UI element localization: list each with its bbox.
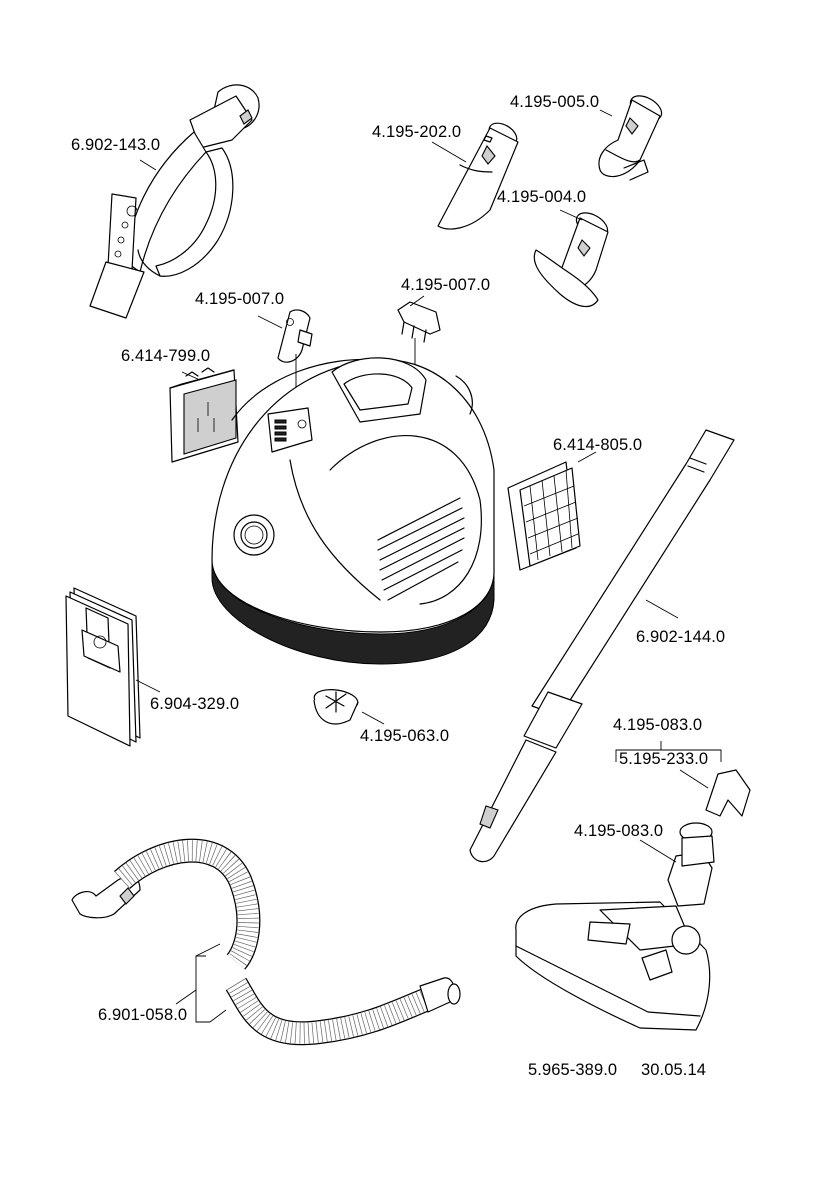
part-label-motor-filter: 6.414-799.0 (121, 347, 211, 365)
filter-bag-drawing (65, 587, 161, 747)
hose-handle-drawing (89, 84, 260, 319)
part-label-handle-cap: 4.195-007.0 (401, 276, 491, 294)
suction-hose-drawing (71, 838, 461, 1046)
brush-nozzle-drawing (598, 95, 663, 181)
part-label-hose-handle: 6.902-143.0 (71, 136, 161, 154)
part-label-switch-cap: 4.195-007.0 (195, 290, 285, 308)
part-label-suction-hose: 6.901-058.0 (98, 1006, 188, 1024)
vent-slots (377, 497, 465, 601)
floor-nozzle-drawing (515, 822, 715, 1031)
telescopic-tube-drawing (469, 429, 735, 863)
part-label-upholstery-nozzle: 4.195-004.0 (497, 188, 587, 206)
motor-filter-drawing (169, 367, 239, 463)
part-label-crevice-nozzle: 4.195-202.0 (372, 123, 462, 141)
part-label-telescopic-tube: 6.902-144.0 (636, 628, 726, 646)
document-date: 30.05.14 (641, 1061, 707, 1079)
exhaust-filter-drawing (507, 451, 597, 571)
part-label-exhaust-filter: 6.414-805.0 (553, 436, 643, 454)
crevice-nozzle-drawing (431, 122, 519, 230)
handle-cap-drawing (397, 295, 441, 364)
part-label-floor-nozzle-assembly: 4.195-083.0 (613, 716, 703, 734)
nozzle-clip-drawing (679, 769, 751, 817)
document-number: 5.965-389.0 (528, 1061, 618, 1079)
clip-bracket (615, 741, 722, 762)
upholstery-nozzle-drawing (533, 209, 609, 308)
part-label-caster-wheel: 4.195-063.0 (360, 727, 450, 745)
vacuum-body-drawing (211, 357, 495, 665)
part-label-floor-nozzle: 4.195-083.0 (574, 822, 664, 840)
part-label-nozzle-clip: 5.195-233.0 (619, 750, 709, 768)
part-label-filter-bag: 6.904-329.0 (150, 695, 240, 713)
part-label-brush-nozzle: 4.195-005.0 (510, 93, 600, 111)
caster-wheel-drawing (313, 689, 385, 725)
